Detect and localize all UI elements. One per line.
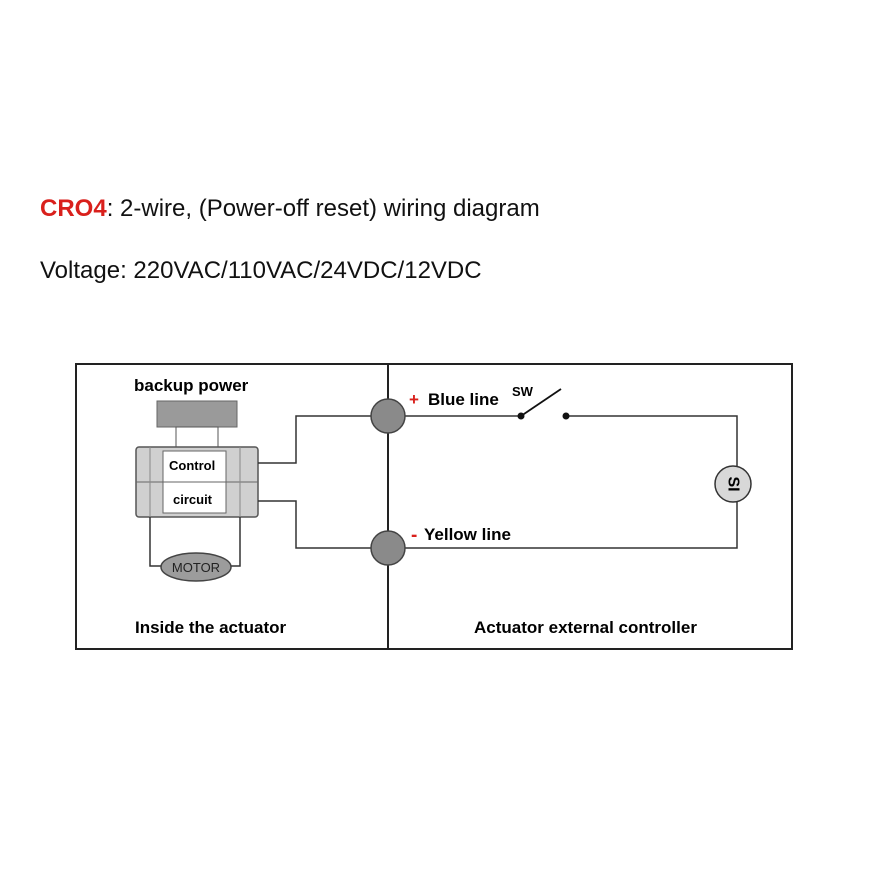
inside-actuator-label: Inside the actuator — [135, 618, 287, 637]
switch-contact-right — [562, 412, 570, 420]
voltage-text: Voltage: 220VAC/110VAC/24VDC/12VDC — [40, 257, 482, 284]
switch-lever — [520, 388, 562, 417]
terminal-positive — [370, 398, 406, 434]
backup-power-label: backup power — [134, 376, 249, 395]
blue-line-label: Blue line — [428, 390, 499, 409]
backup-power-stem — [175, 426, 219, 448]
motor-label: MOTOR — [172, 560, 220, 575]
wire-blue-internal — [258, 415, 372, 464]
yellow-line-label: Yellow line — [424, 525, 511, 544]
diagram-frame — [75, 363, 793, 650]
wire-yellow-external — [404, 502, 738, 549]
plus-sign: + — [409, 390, 419, 409]
motor-body — [160, 552, 232, 582]
title-text: : 2-wire, (Power-off reset) wiring diagr… — [106, 195, 540, 222]
diagram-title: CRO4: 2-wire, (Power-off reset) wiring d… — [40, 195, 540, 223]
backup-power-block — [156, 400, 238, 428]
wire-yellow-internal — [258, 500, 372, 549]
external-controller-label: Actuator external controller — [474, 618, 697, 637]
terminal-negative — [370, 530, 406, 566]
wire-to-load-top — [566, 415, 738, 466]
control-label: Control — [169, 458, 215, 473]
load-label: SI — [725, 476, 742, 491]
model-code: CRO4 — [40, 195, 107, 222]
switch-label: SW — [512, 384, 534, 399]
minus-sign: - — [411, 525, 417, 546]
circuit-label: circuit — [173, 492, 213, 507]
load-symbol — [714, 465, 752, 503]
